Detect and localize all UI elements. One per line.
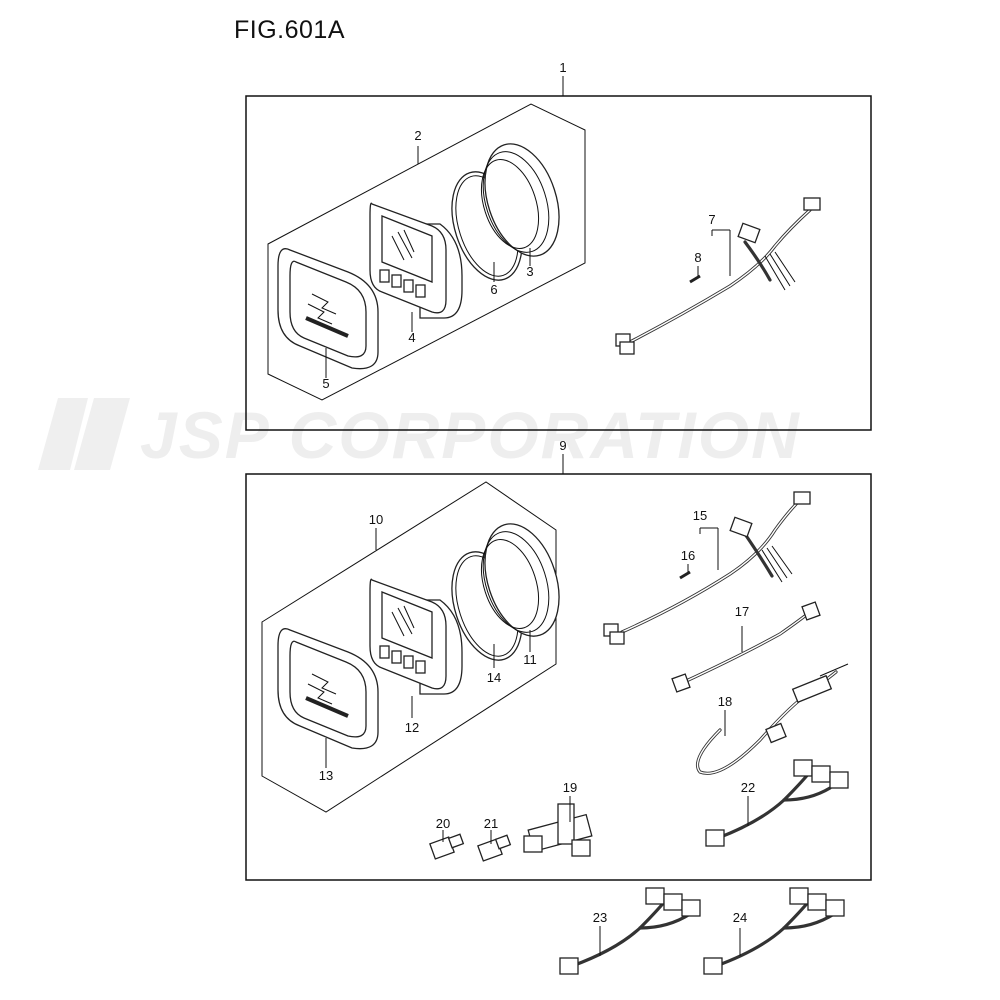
gauge-display-4 <box>369 202 463 319</box>
terminator-21 <box>477 834 512 862</box>
watermark-text: JSP CORPORATION <box>140 398 801 472</box>
callout-2: 2 <box>414 128 421 143</box>
callout-18: 18 <box>718 694 732 709</box>
callout-10: 10 <box>369 512 383 527</box>
callout-11: 11 <box>523 652 537 667</box>
y-harness-24 <box>703 887 845 975</box>
terminal-pin-16 <box>679 570 691 580</box>
mounting-nut-11 <box>480 523 560 637</box>
callout-13: 13 <box>319 768 333 783</box>
callout-1: 1 <box>559 60 566 75</box>
assembly-box-1 <box>245 95 872 431</box>
wire-harness-15 <box>603 491 811 645</box>
callout-20: 20 <box>436 816 450 831</box>
callout-5: 5 <box>322 376 329 391</box>
y-harness-22 <box>705 759 849 847</box>
wire-harness-7 <box>615 197 821 355</box>
assembly-box-9 <box>245 473 872 881</box>
gauge-display-12 <box>369 578 463 695</box>
callout-14: 14 <box>487 670 501 685</box>
callout-16: 16 <box>681 548 695 563</box>
callout-6: 6 <box>490 282 497 297</box>
callout-12: 12 <box>405 720 419 735</box>
gauge-bezel-5 <box>277 248 379 370</box>
y-harness-23 <box>559 887 701 975</box>
tee-connector-19 <box>523 803 593 857</box>
callout-7: 7 <box>708 212 715 227</box>
subgroup-box-2 <box>267 103 586 401</box>
mounting-nut-3 <box>480 143 560 257</box>
callout-9: 9 <box>559 438 566 453</box>
callout-19: 19 <box>563 780 577 795</box>
callout-4: 4 <box>408 330 415 345</box>
callout-21: 21 <box>484 816 498 831</box>
figure-title: FIG.601A <box>234 16 345 44</box>
watermark-logo <box>38 398 130 470</box>
callout-3: 3 <box>526 264 533 279</box>
callout-17: 17 <box>735 604 749 619</box>
callout-15: 15 <box>693 508 707 523</box>
callout-24: 24 <box>733 910 747 925</box>
callout-23: 23 <box>593 910 607 925</box>
terminator-20 <box>429 833 465 860</box>
power-cable-18 <box>695 663 849 775</box>
backbone-cable-17 <box>671 601 821 693</box>
callout-8: 8 <box>694 250 701 265</box>
subgroup-box-10 <box>261 481 557 813</box>
terminal-pin-8 <box>689 274 701 284</box>
gauge-bezel-13 <box>277 628 379 750</box>
callout-22: 22 <box>741 780 755 795</box>
